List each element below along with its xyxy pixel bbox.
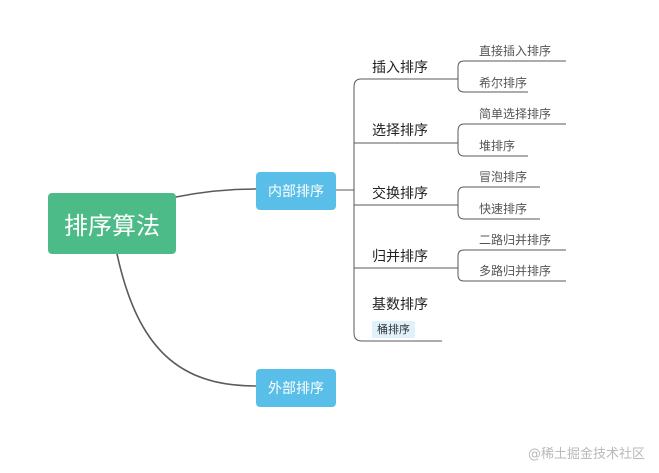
topic-radix-sort[interactable]: 基数排序	[372, 297, 428, 313]
watermark: @稀土掘金技术社区	[527, 447, 645, 462]
subtopic-bubble-sort[interactable]: 冒泡排序	[479, 170, 528, 184]
subtopic-quick-sort[interactable]: 快速排序	[479, 202, 528, 216]
connector-internal-spine	[353, 78, 363, 342]
subtopic-heap-sort[interactable]: 堆排序	[479, 139, 516, 153]
root-node[interactable]: 排序算法	[48, 193, 176, 254]
branch-external-sort[interactable]: 外部排序	[256, 369, 336, 407]
branch-internal-sort[interactable]: 内部排序	[256, 172, 336, 210]
root-label: 排序算法	[64, 212, 160, 240]
topic-selection-sort[interactable]: 选择排序	[372, 123, 428, 139]
subtopic-simple-selection[interactable]: 简单选择排序	[479, 107, 552, 121]
topic-exchange-sort[interactable]: 交换排序	[372, 186, 428, 202]
connector-root-inner	[175, 188, 257, 198]
tag-bucket-sort: 桶排序	[372, 321, 415, 339]
connector-root-outer	[116, 253, 257, 387]
subtopic-two-way-merge[interactable]: 二路归并排序	[479, 233, 552, 247]
subtopic-shell-sort[interactable]: 希尔排序	[479, 76, 528, 90]
subtopic-straight-insertion[interactable]: 直接插入排序	[479, 44, 552, 58]
topic-merge-sort[interactable]: 归并排序	[372, 249, 428, 265]
branch-external-label: 外部排序	[268, 381, 324, 397]
topic-insertion-sort[interactable]: 插入排序	[372, 60, 428, 76]
subtopic-multi-way-merge[interactable]: 多路归并排序	[479, 264, 552, 278]
branch-internal-label: 内部排序	[268, 184, 324, 200]
